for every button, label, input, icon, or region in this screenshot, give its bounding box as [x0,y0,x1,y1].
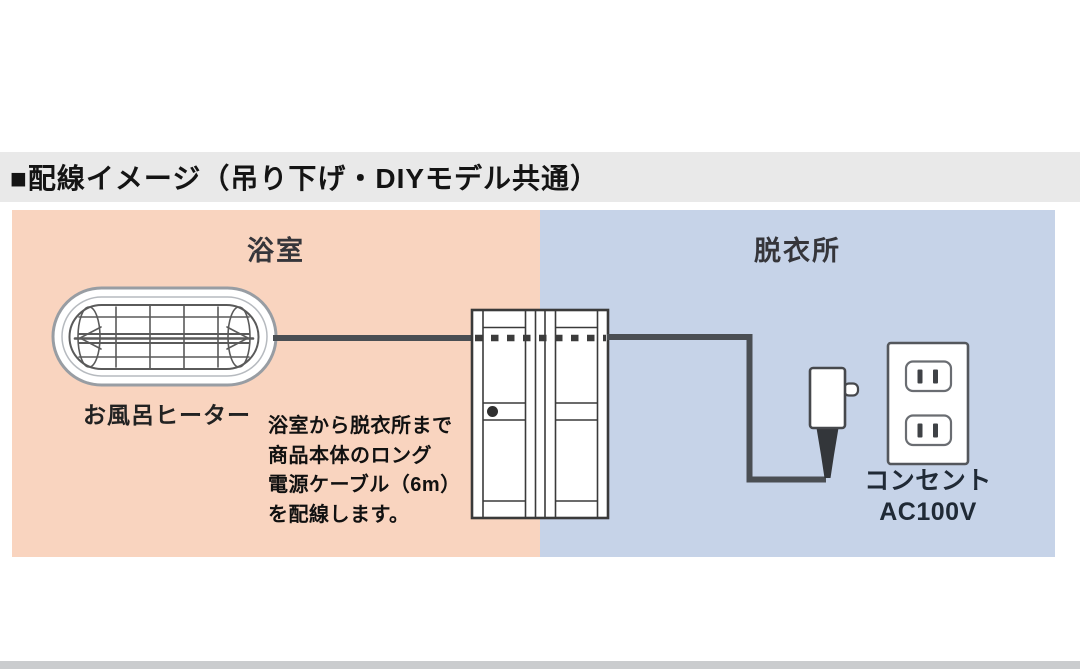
zone-dressing-room-label: 脱衣所 [754,236,841,266]
section-title-band: ■配線イメージ（吊り下げ・DIYモデル共通） [0,152,1080,202]
heater-label: お風呂ヒーター [83,402,251,428]
zone-bathroom-label: 浴室 [247,236,305,266]
outlet-label-line2: AC100V [879,498,977,526]
outlet-label-line1: コンセント [864,467,992,495]
cable-note-text: 浴室から脱衣所まで 商品本体のロング 電源ケーブル（6m） を配線します。 [268,415,461,526]
section-title: ■配線イメージ（吊り下げ・DIYモデル共通） [10,163,600,194]
bottom-edge-strip [0,661,1080,669]
outlet-label: コンセント AC100V [858,466,998,528]
